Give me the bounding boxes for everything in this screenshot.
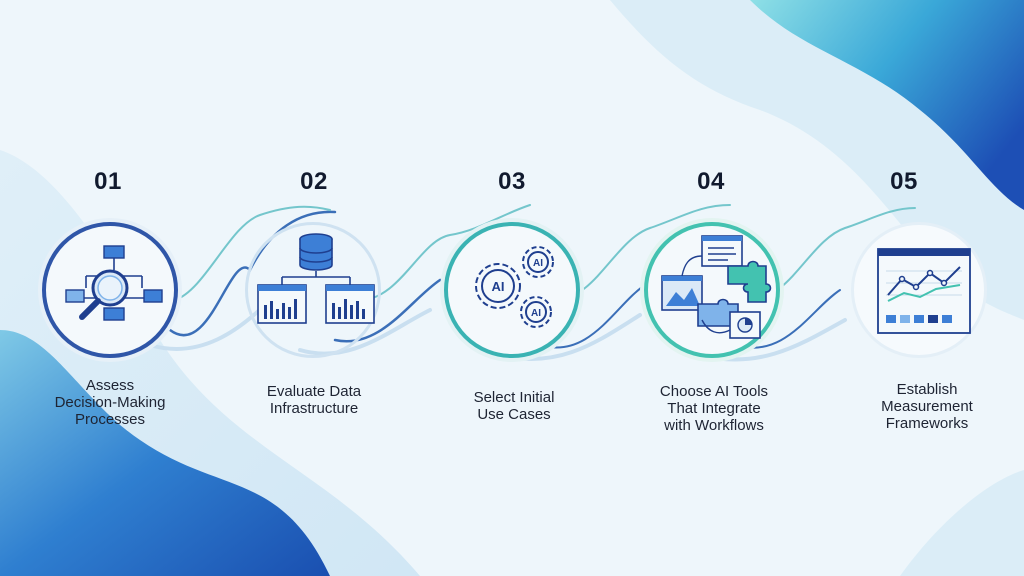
step-label-1: Assess Decision-Making Processes: [54, 377, 166, 428]
puzzle-integration-icon: [661, 235, 772, 339]
ai-gears-icon: AI AI AI: [475, 246, 554, 328]
step-label-4: Choose AI Tools That Integrate with Work…: [659, 383, 769, 434]
magnifier-flowchart-icon: [65, 245, 163, 321]
step-number-3: 03: [498, 168, 526, 195]
step-circle-4: [644, 222, 780, 358]
step-circle-5: [851, 222, 987, 358]
step-label-2: Evaluate Data Infrastructure: [266, 383, 362, 417]
database-dashboard-icon: [257, 233, 375, 324]
step-label-5: Establish Measurement Frameworks: [881, 381, 973, 432]
step-number-4: 04: [697, 168, 725, 195]
svg-text:AI: AI: [533, 258, 543, 269]
step-circle-1: [42, 222, 178, 358]
dark-wave-bottom-left: [0, 330, 330, 576]
step-number-1: 01: [94, 168, 122, 195]
step-circle-2: [245, 222, 381, 358]
step-label-3: Select Initial Use Cases: [473, 389, 555, 423]
line-chart-dashboard-icon: [877, 248, 971, 334]
svg-text:AI: AI: [531, 308, 541, 319]
dark-wave-top-right: [750, 0, 1024, 210]
svg-text:AI: AI: [492, 279, 505, 294]
step-number-5: 05: [890, 168, 918, 195]
step-number-2: 02: [300, 168, 328, 195]
step-circle-3: AI AI AI: [444, 222, 580, 358]
soft-wave-bottom-right: [900, 470, 1024, 576]
